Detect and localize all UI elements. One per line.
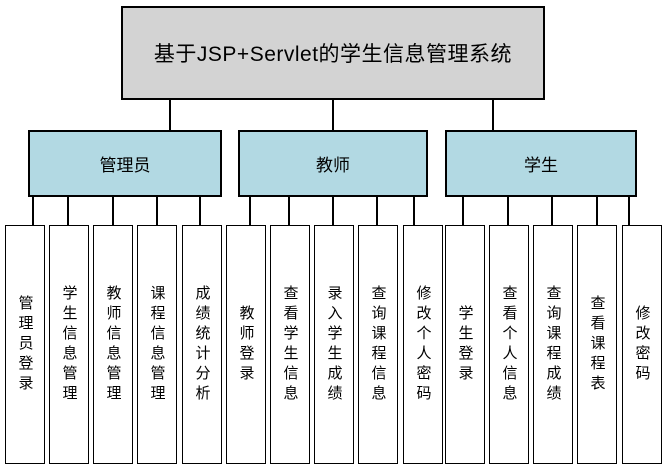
leaf-label: 管理员登录	[16, 294, 34, 395]
leaf-label: 查询课程信息	[369, 284, 387, 405]
leaf-node-view-timetable: 查看课程表	[577, 225, 617, 464]
leaf-node-query-course-grades: 查询课程成绩	[533, 225, 573, 464]
connector-student-leaf-3	[551, 197, 553, 225]
leaf-label: 查看课程表	[588, 294, 606, 395]
leaf-label: 修改密码	[633, 304, 651, 385]
leaf-node-course-info-mgmt: 课程信息管理	[137, 225, 177, 464]
leaf-label: 课程信息管理	[148, 284, 166, 405]
leaf-node-admin-login: 管理员登录	[5, 225, 45, 464]
connector-teacher-leaf-1	[249, 197, 251, 225]
connector-admin-leaf-2	[67, 197, 69, 225]
leaf-label: 成绩统计分析	[193, 284, 211, 405]
leaf-node-change-password: 修改密码	[622, 225, 662, 464]
branch-node-student-label: 学生	[524, 156, 558, 175]
connector-student-leaf-4	[596, 197, 598, 225]
leaf-node-view-personal-info: 查看个人信息	[489, 225, 529, 464]
leaf-label: 录入学生成绩	[325, 284, 343, 405]
leaf-node-student-info-mgmt: 学生信息管理	[49, 225, 89, 464]
connector-admin-leaf-4	[156, 197, 158, 225]
connector-admin-leaf-1	[32, 197, 34, 225]
root-node-label: 基于JSP+Servlet的学生信息管理系统	[153, 43, 513, 66]
connector-teacher-leaf-5	[413, 197, 415, 225]
branch-node-teacher: 教师	[238, 130, 428, 197]
connector-root-admin	[169, 100, 171, 130]
connector-root-teacher	[332, 100, 334, 130]
connector-admin-leaf-5	[199, 197, 201, 225]
leaf-label: 教师登录	[237, 304, 255, 385]
root-node: 基于JSP+Servlet的学生信息管理系统	[121, 6, 545, 100]
branch-node-admin-label: 管理员	[99, 156, 151, 175]
connector-student-leaf-5	[628, 197, 630, 225]
connector-student-leaf-2	[507, 197, 509, 225]
leaf-node-enter-student-grades: 录入学生成绩	[314, 225, 354, 464]
leaf-label: 查看个人信息	[500, 284, 518, 405]
leaf-node-change-personal-password: 修改个人密码	[403, 225, 443, 464]
leaf-node-query-course-info: 查询课程信息	[358, 225, 398, 464]
leaf-label: 学生登录	[456, 304, 474, 385]
leaf-node-view-student-info: 查看学生信息	[270, 225, 310, 464]
connector-admin-leaf-3	[112, 197, 114, 225]
leaf-label: 修改个人密码	[414, 284, 432, 405]
connector-teacher-leaf-2	[288, 197, 290, 225]
connector-root-student	[492, 100, 494, 130]
connector-student-leaf-1	[462, 197, 464, 225]
leaf-label: 学生信息管理	[60, 284, 78, 405]
leaf-label: 教师信息管理	[104, 284, 122, 405]
branch-node-student: 学生	[445, 130, 637, 197]
leaf-label: 查询课程成绩	[544, 284, 562, 405]
leaf-node-student-login: 学生登录	[445, 225, 485, 464]
branch-node-teacher-label: 教师	[316, 156, 350, 175]
leaf-node-grade-stats-analysis: 成绩统计分析	[182, 225, 222, 464]
leaf-node-teacher-info-mgmt: 教师信息管理	[93, 225, 133, 464]
leaf-label: 查看学生信息	[281, 284, 299, 405]
leaf-node-teacher-login: 教师登录	[226, 225, 266, 464]
branch-node-admin: 管理员	[28, 130, 222, 197]
connector-teacher-leaf-3	[332, 197, 334, 225]
connector-teacher-leaf-4	[376, 197, 378, 225]
